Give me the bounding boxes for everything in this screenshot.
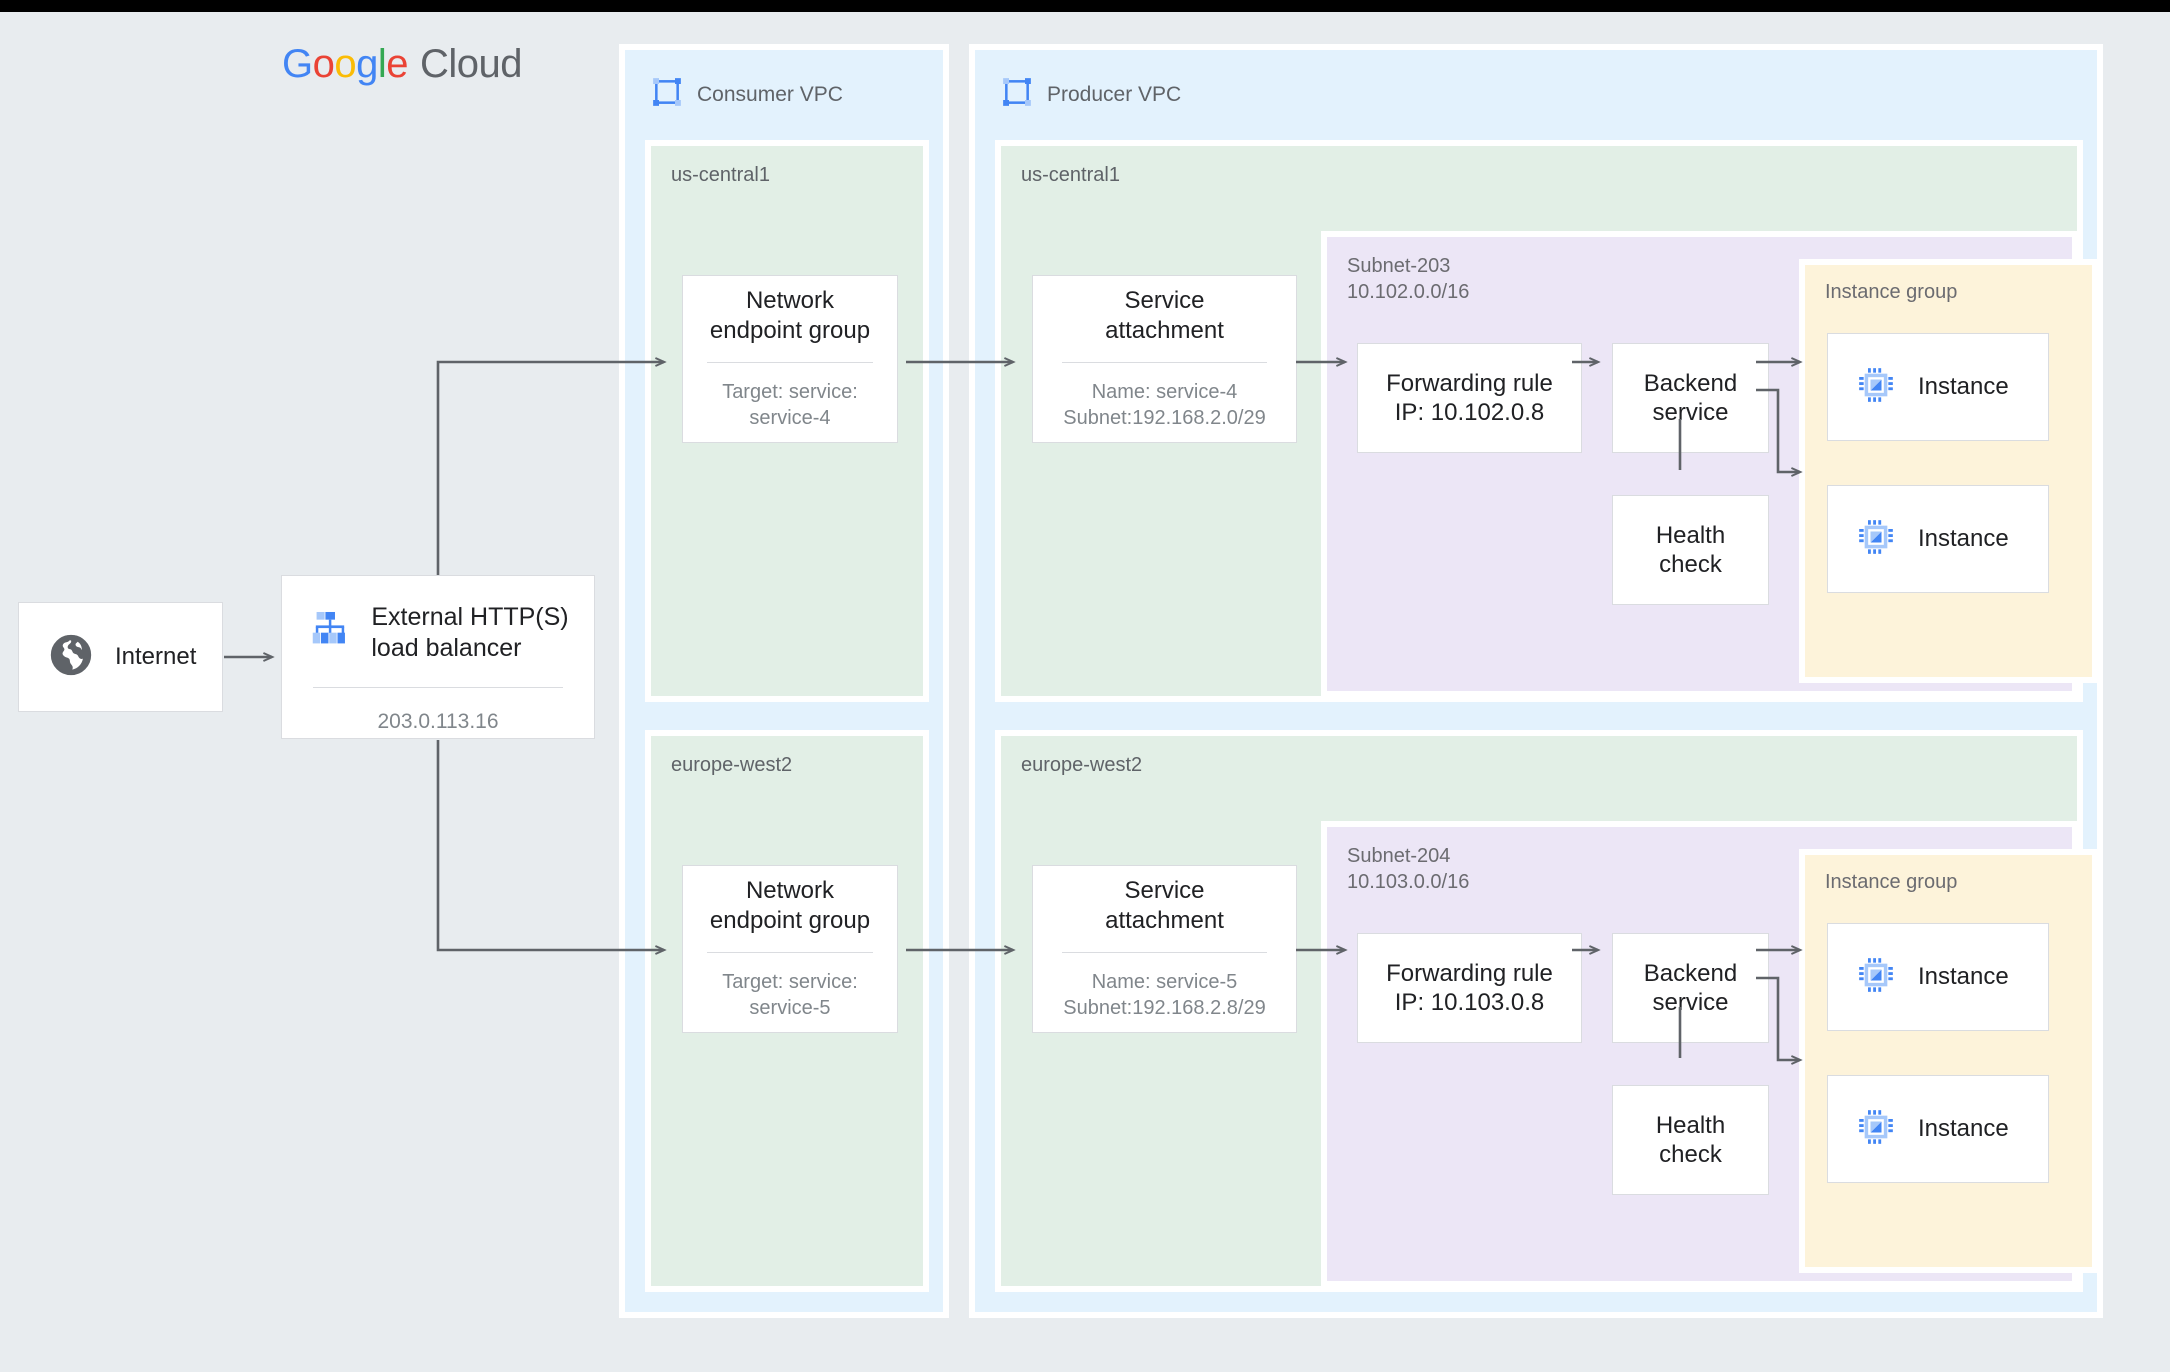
consumer-vpc-header: Consumer VPC: [651, 76, 843, 113]
instance-label-1-1: Instance: [1918, 1115, 2009, 1142]
instance-card-0-0: Instance: [1827, 333, 2049, 441]
compute-instance-icon: [1856, 955, 1896, 1000]
load-balancer-heading: External HTTP(S) load balancer: [307, 602, 569, 663]
consumer-region-label-0: us-central1: [671, 164, 770, 186]
service-attachment-divider-0: [1061, 361, 1268, 363]
producer-vpc-container: Producer VPC us-central1 Service attachm…: [969, 44, 2103, 1318]
globe-icon: [49, 633, 93, 682]
forwarding-rule-card-1: Forwarding rule IP: 10.103.0.8: [1357, 933, 1582, 1043]
producer-region-label-0: us-central1: [1021, 164, 1120, 186]
instance-group-label-1: Instance group: [1825, 871, 1958, 893]
top-black-bar: [0, 0, 2170, 12]
consumer-region-us-central1: us-central1 Network endpoint group Targe…: [645, 140, 929, 702]
service-attachment-divider-1: [1061, 951, 1268, 953]
instance-label-0-0: Instance: [1918, 373, 2009, 400]
backend-service-label-0: Backend service: [1643, 369, 1738, 426]
load-balancer-ip: 203.0.113.16: [377, 710, 499, 733]
service-attachment-card-0: Service attachment Name: service-4 Subne…: [1032, 275, 1297, 443]
compute-instance-icon: [1856, 365, 1896, 410]
internet-card: Internet: [18, 602, 223, 712]
compute-instance-icon: [1856, 517, 1896, 562]
subnet-203-container: Subnet-203 10.102.0.0/16 Forwarding rule …: [1321, 231, 2098, 697]
forwarding-rule-card-0: Forwarding rule IP: 10.102.0.8: [1357, 343, 1582, 453]
neg-target-1: Target: service: service-5: [722, 970, 858, 1020]
logo-letter-g1: G: [282, 42, 313, 86]
health-check-label-1: Health check: [1655, 1111, 1726, 1168]
logo-letter-o2: o: [334, 42, 357, 86]
backend-service-card-0: Backend service: [1612, 343, 1769, 453]
load-balancer-icon: [307, 607, 353, 658]
subnet-204-name: Subnet-204: [1347, 845, 1451, 867]
logo-letter-g2: g: [356, 42, 378, 86]
network-endpoint-group-card-0: Network endpoint group Target: service: …: [682, 275, 898, 443]
consumer-vpc-title: Consumer VPC: [697, 82, 843, 106]
health-check-label-0: Health check: [1655, 521, 1726, 578]
instance-group-container-1: Instance group: [1799, 849, 2098, 1273]
instance-label-1-0: Instance: [1918, 963, 2009, 990]
logo-letter-l: l: [377, 42, 387, 86]
compute-instance-icon: [1856, 1107, 1896, 1152]
backend-service-card-1: Backend service: [1612, 933, 1769, 1043]
instance-card-1-0: Instance: [1827, 923, 2049, 1031]
instance-card-0-1: Instance: [1827, 485, 2049, 593]
neg-target-0: Target: service: service-4: [722, 380, 858, 430]
subnet-204-container: Subnet-204 10.103.0.0/16 Forwarding rule …: [1321, 821, 2098, 1287]
load-balancer-divider: [313, 687, 563, 688]
subnet-203-label: Subnet-203 10.102.0.0/16: [1347, 253, 1469, 306]
service-attachment-sub-1: Name: service-5 Subnet:192.168.2.8/29: [1063, 970, 1266, 1020]
producer-region-europe-west2: europe-west2 Service attachment Name: se…: [995, 730, 2098, 1292]
producer-vpc-title: Producer VPC: [1047, 82, 1182, 106]
subnet-203-cidr: 10.102.0.0/16: [1347, 281, 1470, 304]
instance-group-label-0: Instance group: [1825, 281, 1958, 303]
logo-word-cloud: Cloud: [420, 42, 523, 86]
vpc-network-icon: [651, 76, 683, 113]
service-attachment-card-1: Service attachment Name: service-5 Subne…: [1032, 865, 1297, 1033]
instance-label-0-1: Instance: [1918, 525, 2009, 552]
backend-service-label-1: Backend service: [1643, 959, 1738, 1016]
neg-divider-1: [706, 951, 874, 953]
consumer-vpc-container: Consumer VPC us-central1 Network endpoin…: [619, 44, 949, 1318]
producer-region-label-1: europe-west2: [1021, 754, 1143, 776]
producer-vpc-header: Producer VPC: [1001, 76, 1181, 113]
health-check-card-1: Health check: [1612, 1085, 1769, 1195]
internet-label: Internet: [115, 643, 197, 670]
service-attachment-title-0: Service attachment: [1105, 287, 1224, 344]
vpc-network-icon: [1001, 76, 1033, 113]
neg-divider-0: [706, 361, 874, 363]
subnet-203-name: Subnet-203: [1347, 255, 1451, 277]
health-check-card-0: Health check: [1612, 495, 1769, 605]
producer-region-us-central1: us-central1 Service attachment Name: ser…: [995, 140, 2098, 702]
subnet-204-label: Subnet-204 10.103.0.0/16: [1347, 843, 1469, 896]
neg-title-1: Network endpoint group: [709, 877, 871, 934]
logo-letter-o1: o: [312, 42, 335, 86]
load-balancer-label: External HTTP(S) load balancer: [371, 603, 569, 662]
consumer-region-label-1: europe-west2: [671, 754, 793, 776]
service-attachment-sub-0: Name: service-4 Subnet:192.168.2.0/29: [1063, 380, 1266, 430]
top-black-bar-notch: [0, 0, 240, 9]
external-http-load-balancer-card: External HTTP(S) load balancer 203.0.113…: [281, 575, 595, 739]
network-endpoint-group-card-1: Network endpoint group Target: service: …: [682, 865, 898, 1033]
consumer-region-europe-west2: europe-west2 Network endpoint group Targ…: [645, 730, 929, 1292]
logo-letter-e: e: [386, 42, 409, 86]
forwarding-rule-label-1: Forwarding rule IP: 10.103.0.8: [1386, 959, 1553, 1016]
service-attachment-title-1: Service attachment: [1105, 877, 1224, 934]
forwarding-rule-label-0: Forwarding rule IP: 10.102.0.8: [1386, 369, 1553, 426]
instance-card-1-1: Instance: [1827, 1075, 2049, 1183]
instance-group-container-0: Instance group: [1799, 259, 2098, 683]
subnet-204-cidr: 10.103.0.0/16: [1347, 871, 1470, 894]
neg-title-0: Network endpoint group: [709, 287, 871, 344]
